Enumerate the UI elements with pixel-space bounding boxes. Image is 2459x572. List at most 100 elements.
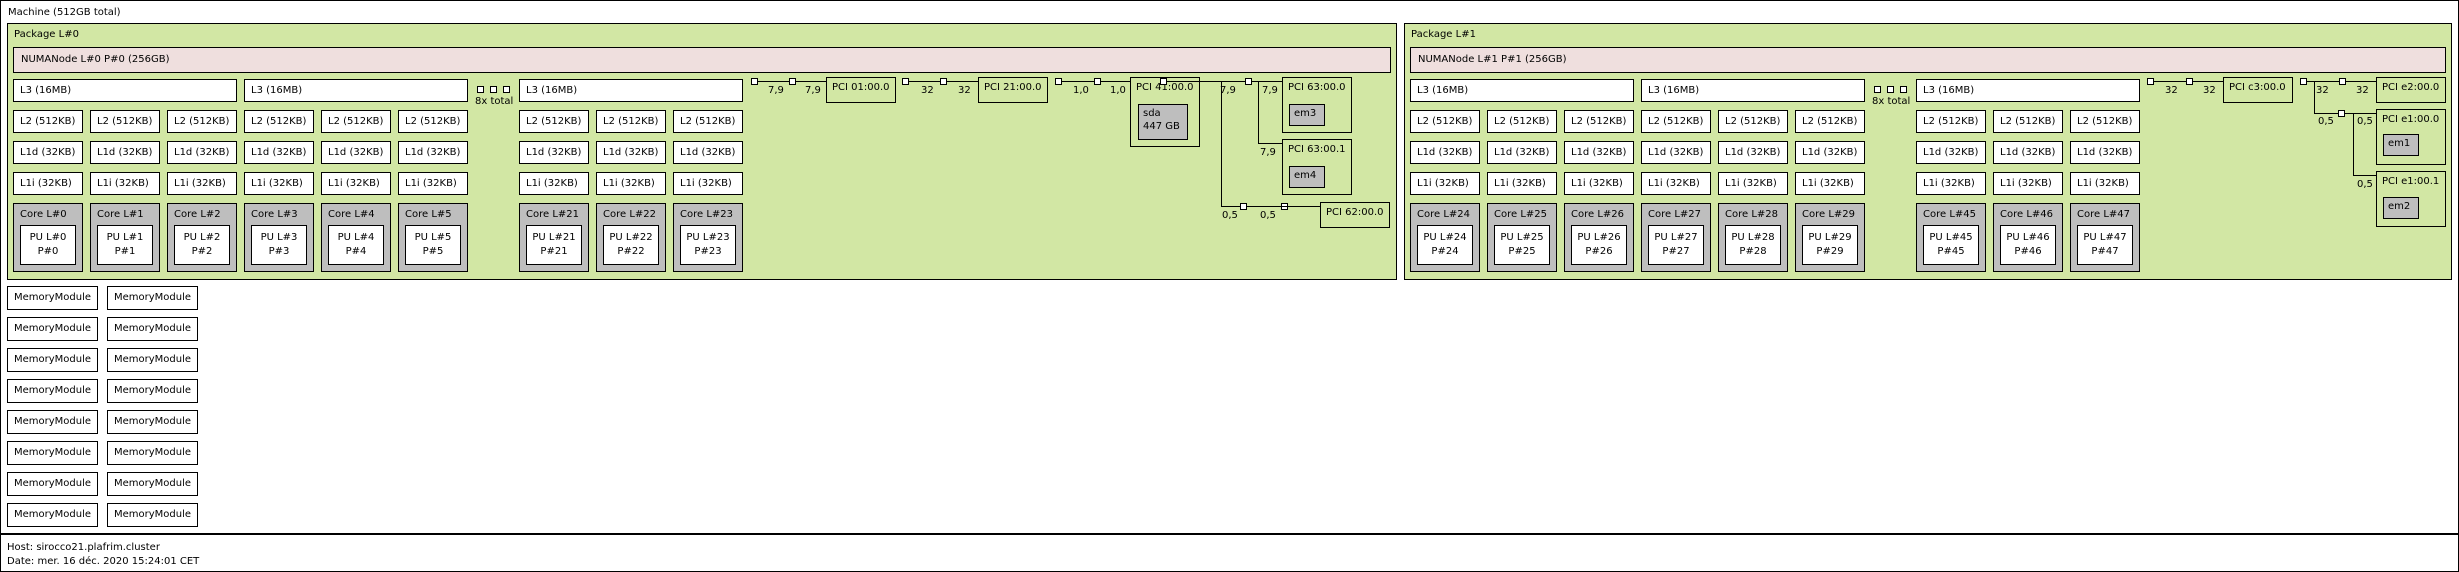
pci-device-label: PCI 62:00.0 <box>1326 207 1384 218</box>
l2-cache: L2 (512KB) <box>244 110 314 133</box>
l3-cache: L3 (16MB) <box>1641 79 1865 102</box>
l1i-label: L1i (32KB) <box>97 178 149 189</box>
l2-label: L2 (512KB) <box>1648 116 1704 127</box>
link-line <box>1221 81 1222 206</box>
link-line <box>2353 113 2354 175</box>
l2-cache: L2 (512KB) <box>2070 110 2140 133</box>
footer-separator <box>0 533 2459 535</box>
core-label: Core L#21 <box>526 209 579 220</box>
bandwidth-label: 32 <box>958 85 971 96</box>
l1d-cache: L1d (32KB) <box>167 141 237 164</box>
l1i-label: L1i (32KB) <box>251 178 303 189</box>
l2-cache: L2 (512KB) <box>398 110 468 133</box>
pu-index: P#45 <box>1937 246 1965 257</box>
memory-module-label: MemoryModule <box>114 323 192 334</box>
bandwidth-label: 7,9 <box>805 85 821 96</box>
memory-module-label: MemoryModule <box>14 292 92 303</box>
package-title: Package L#1 <box>1411 29 1476 40</box>
link-line <box>1247 206 1320 207</box>
l1d-label: L1d (32KB) <box>603 147 659 158</box>
collapsed-label: 8x total <box>475 96 514 107</box>
memory-module: MemoryModule <box>107 317 198 341</box>
link-line <box>1258 143 1282 144</box>
memory-module: MemoryModule <box>7 441 98 465</box>
core-label: Core L#27 <box>1648 209 1701 220</box>
numa-label: NUMANode L#1 P#1 (256GB) <box>1418 54 1567 65</box>
l1i-cache: L1i (32KB) <box>1718 172 1788 195</box>
l1d-cache: L1d (32KB) <box>321 141 391 164</box>
l1i-cache: L1i (32KB) <box>1993 172 2063 195</box>
bandwidth-label: 1,0 <box>1073 85 1089 96</box>
l1d-cache: L1d (32KB) <box>519 141 589 164</box>
l2-label: L2 (512KB) <box>1571 116 1627 127</box>
pu-label: PU L#47 <box>2083 232 2127 243</box>
l1d-cache: L1d (32KB) <box>90 141 160 164</box>
collapsed-marker <box>490 86 497 93</box>
l1i-label: L1i (32KB) <box>405 178 457 189</box>
memory-module-label: MemoryModule <box>114 478 192 489</box>
memory-module-label: MemoryModule <box>114 509 192 520</box>
memory-module-label: MemoryModule <box>14 447 92 458</box>
pu-label: PU L#45 <box>1929 232 1973 243</box>
bandwidth-label: 0,5 <box>2318 116 2334 127</box>
pci-device: PCI c3:00.0 <box>2223 77 2293 103</box>
l2-cache: L2 (512KB) <box>90 110 160 133</box>
bandwidth-label: 0,5 <box>1260 210 1276 221</box>
bridge-port <box>940 78 947 85</box>
core-label: Core L#26 <box>1571 209 1624 220</box>
l1d-cache: L1d (32KB) <box>1795 141 1865 164</box>
pu-label: PU L#25 <box>1500 232 1544 243</box>
l3-label: L3 (16MB) <box>20 85 72 96</box>
core-label: Core L#46 <box>2000 209 2053 220</box>
pci-device-label: PCI 63:00.0 <box>1288 82 1346 93</box>
bandwidth-label: 32 <box>2356 85 2369 96</box>
l1d-label: L1d (32KB) <box>2077 147 2133 158</box>
l1d-label: L1d (32KB) <box>1802 147 1858 158</box>
core-label: Core L#0 <box>20 209 67 220</box>
link-line <box>1258 81 1259 143</box>
core-label: Core L#23 <box>680 209 733 220</box>
pu-label: PU L#22 <box>609 232 653 243</box>
pu-index: P#29 <box>1816 246 1844 257</box>
pu-label: PU L#3 <box>260 232 298 243</box>
machine-title: Machine (512GB total) <box>8 7 121 18</box>
core-label: Core L#45 <box>1923 209 1976 220</box>
memory-module: MemoryModule <box>7 286 98 310</box>
memory-module-label: MemoryModule <box>14 354 92 365</box>
l2-cache: L2 (512KB) <box>1410 110 1480 133</box>
l1d-cache: L1d (32KB) <box>596 141 666 164</box>
os-device-name: em3 <box>1294 108 1317 119</box>
pu-label: PU L#2 <box>183 232 221 243</box>
l1i-label: L1i (32KB) <box>2000 178 2052 189</box>
l1i-cache: L1i (32KB) <box>398 172 468 195</box>
l3-label: L3 (16MB) <box>251 85 303 96</box>
memory-module-label: MemoryModule <box>114 292 192 303</box>
memory-module: MemoryModule <box>107 472 198 496</box>
memory-module-label: MemoryModule <box>14 323 92 334</box>
collapsed-marker <box>1874 86 1881 93</box>
bridge-port <box>751 78 758 85</box>
core-label: Core L#47 <box>2077 209 2130 220</box>
l2-label: L2 (512KB) <box>526 116 582 127</box>
l1i-cache: L1i (32KB) <box>1487 172 1557 195</box>
l1d-cache: L1d (32KB) <box>1641 141 1711 164</box>
core-label: Core L#25 <box>1494 209 1547 220</box>
l1i-cache: L1i (32KB) <box>596 172 666 195</box>
pu-index: P#23 <box>694 246 722 257</box>
memory-module: MemoryModule <box>7 472 98 496</box>
pci-device-label: PCI c3:00.0 <box>2229 82 2286 93</box>
pu-label: PU L#29 <box>1808 232 1852 243</box>
bandwidth-label: 7,9 <box>1262 85 1278 96</box>
l1d-label: L1d (32KB) <box>526 147 582 158</box>
bridge-port <box>2300 78 2307 85</box>
pu-index: P#47 <box>2091 246 2119 257</box>
